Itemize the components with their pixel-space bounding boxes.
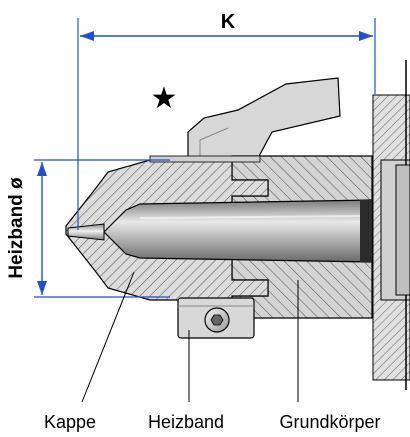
mold-plate: [372, 60, 410, 390]
star-icon: ★: [151, 82, 178, 115]
callout-heizband: Heizband: [148, 412, 224, 432]
callout-leaders: [81, 271, 299, 403]
handle-lever: [187, 77, 341, 159]
dimension-k: K: [77, 11, 376, 230]
heating-band-top: [149, 155, 261, 163]
dimension-diameter-label: Heizband ø: [6, 177, 27, 279]
dimension-k-label: K: [221, 11, 236, 33]
dimension-heizband-diameter: Heizband ø: [6, 159, 170, 298]
heating-band: [177, 297, 255, 339]
callout-kappe: Kappe: [44, 412, 96, 432]
nozzle-insert: [67, 199, 373, 263]
callout-grundkoerper: Grundkörper: [279, 412, 380, 432]
